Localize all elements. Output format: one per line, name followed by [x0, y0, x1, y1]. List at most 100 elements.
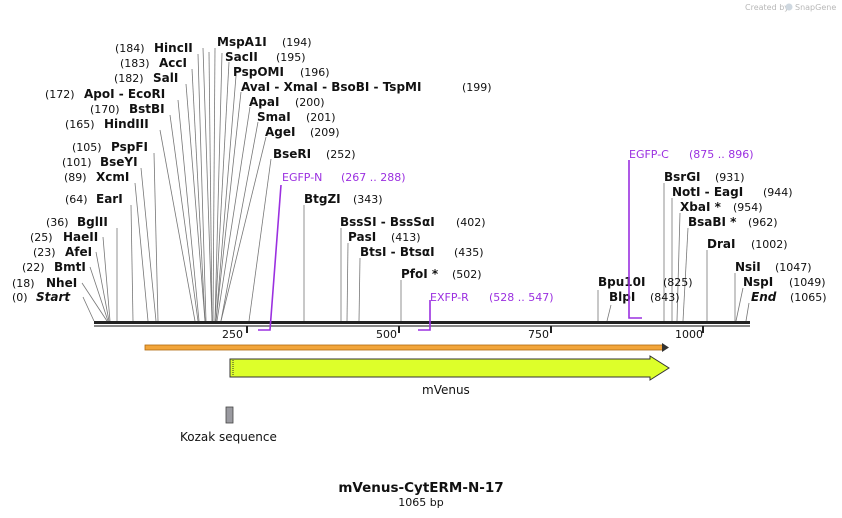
site-name: NotI - EagI — [672, 185, 743, 199]
primer-range: (267 .. 288) — [341, 171, 406, 184]
site-name: EarI — [96, 192, 123, 206]
plasmid-title: mVenus-CytERM-N-17 — [338, 480, 503, 496]
site-btgzi[interactable]: BtgZI (343) — [304, 192, 383, 206]
restriction-site-labels: (0) Start (18) NheI (22) BmtI (23) AfeI … — [12, 35, 827, 304]
site-position: (36) — [46, 216, 69, 229]
site-start[interactable]: (0) Start — [12, 290, 71, 304]
site-apai[interactable]: ApaI (200) — [249, 95, 325, 109]
site-position: (962) — [748, 216, 778, 229]
site-haeii[interactable]: (25) HaeII — [30, 230, 98, 244]
site-mspa1i[interactable]: MspA1I (194) — [217, 35, 312, 49]
site-leader-line — [214, 61, 230, 322]
site-position: (0) — [12, 291, 28, 304]
tick-label: 750 — [528, 328, 549, 341]
site-name: Start — [36, 290, 71, 304]
site-position: (105) — [72, 141, 102, 154]
primer-leader-line — [628, 160, 642, 319]
site-avai-xmai-bsobi-tspmi[interactable]: AvaI - XmaI - BsoBI - TspMI (199) — [241, 80, 492, 94]
site-name: XbaI * — [680, 200, 722, 214]
site-position: (435) — [454, 246, 484, 259]
snapgene-logo-icon — [785, 3, 793, 11]
site-leader-line — [159, 129, 196, 322]
site-name: ApaI — [249, 95, 279, 109]
site-bsabi[interactable]: BsaBI * (962) — [688, 215, 778, 229]
site-eari[interactable]: (64) EarI — [65, 192, 123, 206]
feature-mvenus[interactable]: mVenus — [229, 355, 670, 397]
sequence-backbone[interactable] — [94, 321, 750, 324]
primer-exfp-r[interactable]: EXFP-R (528 .. 547) — [418, 291, 554, 331]
site-apoi-ecori[interactable]: (172) ApoI - EcoRI — [45, 87, 165, 101]
site-position: (1002) — [751, 238, 788, 251]
site-leader-line — [215, 75, 237, 322]
primer-egfp-c[interactable]: EGFP-C (875 .. 896) — [628, 148, 754, 319]
site-name: PfoI * — [401, 267, 439, 281]
site-afei[interactable]: (23) AfeI — [33, 245, 92, 259]
primer-egfp-n[interactable]: EGFP-N (267 .. 288) — [258, 171, 406, 331]
site-nsii[interactable]: NsiI (1047) — [735, 260, 812, 274]
site-bstbi[interactable]: (170) BstBI — [90, 102, 165, 116]
site-bseri[interactable]: BseRI (252) — [273, 147, 356, 161]
site-blpi[interactable]: BlpI (843) — [609, 290, 680, 304]
site-name: PasI — [348, 230, 376, 244]
site-pspomi[interactable]: PspOMI (196) — [233, 65, 330, 79]
site-xbai[interactable]: XbaI * (954) — [680, 200, 763, 214]
primer-range: (875 .. 896) — [689, 148, 754, 161]
site-name: SacII — [225, 50, 258, 64]
site-position: (183) — [120, 57, 150, 70]
site-leader-line — [177, 99, 200, 322]
site-name: BseYI — [100, 155, 138, 169]
tick-mark — [702, 326, 704, 333]
site-sacii[interactable]: SacII (195) — [225, 50, 306, 64]
site-bsrgi[interactable]: BsrGI (931) — [664, 170, 745, 184]
site-leader-lines — [81, 47, 750, 322]
site-leader-line — [81, 282, 108, 322]
feature-kozak[interactable]: Kozak sequence — [180, 406, 277, 444]
site-position: (1049) — [789, 276, 826, 289]
credit-text: Created by — [745, 3, 789, 12]
site-end[interactable]: End (1065) — [751, 290, 827, 304]
site-nspi[interactable]: NspI (1049) — [743, 275, 826, 289]
site-name: NsiI — [735, 260, 761, 274]
site-hincii[interactable]: (184) HincII — [115, 41, 193, 55]
site-leader-line — [682, 227, 689, 322]
site-noti-eagi[interactable]: NotI - EagI (944) — [672, 185, 793, 199]
site-name: BstBI — [129, 102, 165, 116]
primer-name: EGFP-C — [629, 148, 669, 161]
site-sali[interactable]: (182) SalI — [114, 71, 178, 85]
site-leader-line — [82, 296, 95, 322]
site-pfoi[interactable]: PfoI * (502) — [401, 267, 482, 281]
site-name: HincII — [154, 41, 193, 55]
site-name: AccI — [159, 56, 187, 70]
site-nhei[interactable]: (18) NheI — [12, 276, 77, 290]
site-hindiii[interactable]: (165) HindIII — [65, 117, 149, 131]
site-leader-line — [212, 47, 216, 322]
orf-arrow[interactable] — [144, 343, 669, 352]
site-bseyi[interactable]: (101) BseYI — [62, 155, 138, 169]
site-position: (825) — [663, 276, 693, 289]
site-acci[interactable]: (183) AccI — [120, 56, 187, 70]
site-drai[interactable]: DraI (1002) — [707, 237, 788, 251]
site-position: (172) — [45, 88, 75, 101]
site-btsi-btsai[interactable]: BtsI - BtsαI (435) — [360, 245, 484, 259]
site-name: BglII — [77, 215, 108, 229]
site-position: (209) — [310, 126, 340, 139]
site-leader-line — [208, 51, 213, 322]
plasmid-length: 1065 bp — [398, 496, 443, 509]
primer-leader-line — [418, 300, 431, 331]
site-xcmi[interactable]: (89) XcmI — [64, 170, 129, 184]
site-name: SalI — [153, 71, 178, 85]
tick-mark — [398, 326, 400, 333]
site-position: (954) — [733, 201, 763, 214]
site-agei[interactable]: AgeI (209) — [265, 125, 340, 139]
site-bpu10i[interactable]: Bpu10I (825) — [598, 275, 693, 289]
site-position: (343) — [353, 193, 383, 206]
site-smai[interactable]: SmaI (201) — [257, 110, 336, 124]
site-pasi[interactable]: PasI (413) — [348, 230, 421, 244]
tick-mark — [246, 326, 248, 333]
site-bsssi-bsssai[interactable]: BssSI - BssSαI (402) — [340, 215, 486, 229]
site-pspfi[interactable]: (105) PspFI — [72, 140, 148, 154]
snapgene-credit: Created by SnapGene — [745, 3, 836, 12]
site-bmti[interactable]: (22) BmtI — [22, 260, 86, 274]
site-bglii[interactable]: (36) BglII — [46, 215, 108, 229]
